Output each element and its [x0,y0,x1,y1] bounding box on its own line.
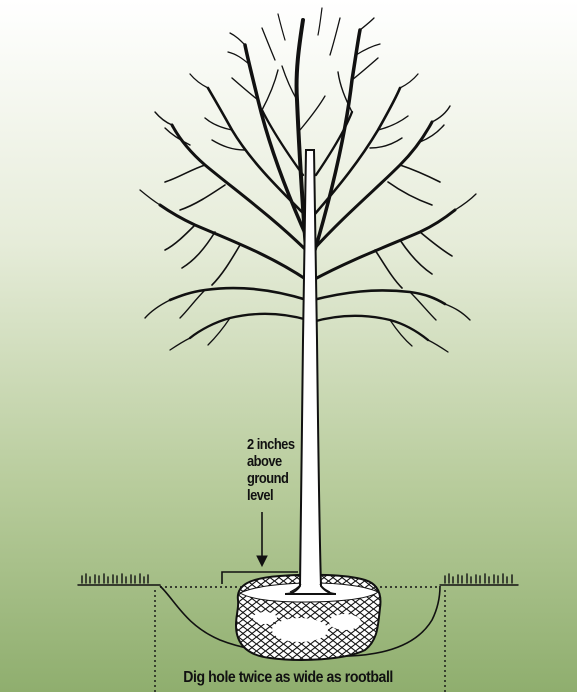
callout-line-1: 2 inches [247,436,307,453]
callout-line-2: above [247,453,307,470]
caption: Dig hole twice as wide as rootball [0,669,577,687]
callout-line-3: ground [247,470,307,487]
caption-text: Dig hole twice as wide as rootball [184,669,394,687]
callout-label: 2 inches above ground level [247,436,307,504]
callout-line-4: level [247,487,307,504]
